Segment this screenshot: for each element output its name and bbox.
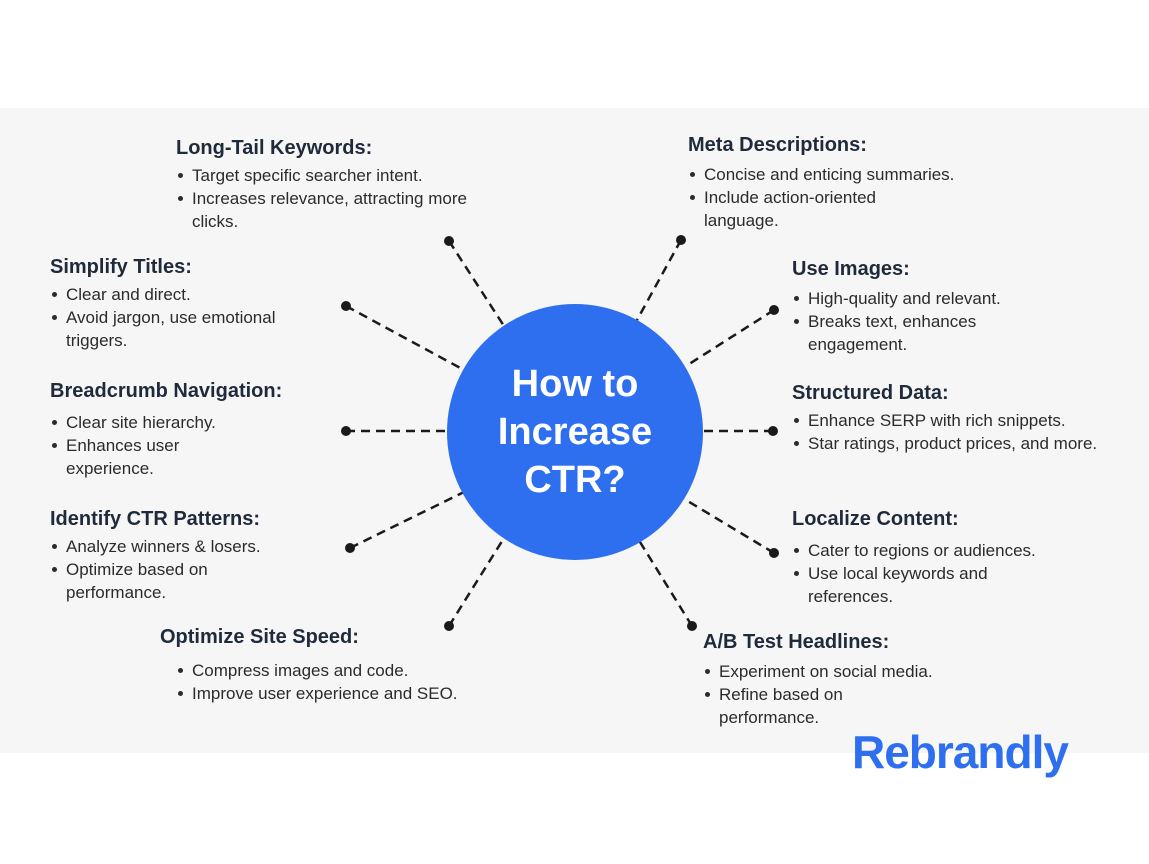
tip-bullet: Increases relevance, attracting more cli…: [176, 187, 496, 233]
tip-bullets: Clear and direct. Avoid jargon, use emot…: [50, 283, 340, 352]
tip-identify-ctr-patterns: Identify CTR Patterns: Analyze winners &…: [50, 508, 340, 604]
tip-bullets: Concise and enticing summaries. Include …: [688, 163, 1018, 232]
connector-dot: [444, 236, 454, 246]
tip-bullets: Enhance SERP with rich snippets. Star ra…: [792, 409, 1142, 455]
hub-title-line: How to: [511, 363, 639, 405]
tip-title: Use Images:: [792, 258, 910, 280]
tip-meta-descriptions: Meta Descriptions: Concise and enticing …: [688, 134, 1018, 232]
tip-bullet: Concise and enticing summaries.: [688, 163, 1018, 186]
tip-bullet: Refine based on performance.: [703, 683, 889, 729]
tip-bullet: Compress images and code.: [176, 659, 470, 682]
tip-bullets: Compress images and code. Improve user e…: [176, 659, 470, 705]
tip-breadcrumb-navigation: Breadcrumb Navigation: Clear site hierar…: [50, 380, 340, 480]
connector-dot: [768, 426, 778, 436]
connector-dot: [341, 426, 351, 436]
connector-ab-test-headlines: [638, 541, 694, 627]
central-hub-circle: How to Increase CTR?: [447, 304, 703, 560]
tip-bullets: Analyze winners & losers. Optimize based…: [50, 535, 340, 604]
tip-title: Identify CTR Patterns:: [50, 508, 261, 530]
tip-bullet: Avoid jargon, use emotional triggers.: [50, 306, 340, 352]
hub-title-line: Increase: [497, 411, 653, 453]
tip-title: Long-Tail Keywords:: [176, 137, 373, 159]
tip-title: Localize Content:: [792, 508, 959, 530]
rebrandly-logo: Rebrandly: [852, 726, 1069, 778]
tip-bullet: Optimize based on performance.: [50, 558, 266, 604]
tip-bullet: Clear site hierarchy.: [50, 411, 340, 434]
tip-bullet: Analyze winners & losers.: [50, 535, 340, 558]
tip-use-images: Use Images: High-quality and relevant. B…: [792, 258, 1122, 356]
connector-long-tail-keywords: [447, 240, 506, 327]
tip-bullet: Star ratings, product prices, and more.: [792, 432, 1118, 455]
tip-bullets: Clear site hierarchy. Enhances user expe…: [50, 411, 340, 480]
tip-title: Structured Data:: [792, 382, 949, 404]
tip-bullet: Improve user experience and SEO.: [176, 682, 470, 705]
tip-bullets: Target specific searcher intent. Increas…: [176, 164, 496, 233]
connector-meta-descriptions: [635, 239, 683, 321]
tip-bullets: Cater to regions or audiences. Use local…: [792, 539, 1122, 608]
tip-localize-content: Localize Content: Cater to regions or au…: [792, 508, 1122, 608]
tip-bullets: High-quality and relevant. Breaks text, …: [792, 287, 1122, 356]
tip-simplify-titles: Simplify Titles: Clear and direct. Avoid…: [50, 256, 340, 352]
tip-bullet: Breaks text, enhances engagement.: [792, 310, 1038, 356]
connector-use-images: [685, 308, 775, 368]
connector-dot: [341, 301, 351, 311]
connector-dot: [769, 548, 779, 558]
tip-bullet: Clear and direct.: [50, 283, 340, 306]
hub-title-line: CTR?: [524, 459, 626, 501]
hub-title: How to Increase CTR?: [498, 360, 652, 504]
tip-bullet: Include action-oriented language.: [688, 186, 934, 232]
connector-optimize-site-speed: [447, 537, 506, 627]
tip-bullets: Experiment on social media. Refine based…: [703, 660, 1033, 729]
connector-dot: [676, 235, 686, 245]
tip-ab-test-headlines: A/B Test Headlines: Experiment on social…: [703, 631, 1033, 729]
connector-identify-ctr-patterns: [349, 490, 465, 550]
tip-title: Optimize Site Speed:: [160, 626, 359, 648]
tip-structured-data: Structured Data: Enhance SERP with rich …: [792, 382, 1142, 455]
tip-bullet: Experiment on social media.: [703, 660, 1033, 683]
tip-bullet: High-quality and relevant.: [792, 287, 1122, 310]
connector-localize-content: [685, 498, 775, 555]
connector-dot: [769, 305, 779, 315]
connector-dot: [444, 621, 454, 631]
tip-bullet: Enhances user experience.: [50, 434, 226, 480]
connector-simplify-titles: [345, 304, 465, 372]
connector-dot: [345, 543, 355, 553]
tip-bullet: Cater to regions or audiences.: [792, 539, 1122, 562]
tip-bullet: Enhance SERP with rich snippets.: [792, 409, 1142, 432]
tip-title: Simplify Titles:: [50, 256, 192, 278]
tip-long-tail-keywords: Long-Tail Keywords: Target specific sear…: [176, 137, 496, 233]
connector-dot: [687, 621, 697, 631]
tip-bullet: Target specific searcher intent.: [176, 164, 496, 187]
tip-title: A/B Test Headlines:: [703, 631, 890, 653]
tip-title: Meta Descriptions:: [688, 134, 867, 156]
tip-optimize-site-speed: Optimize Site Speed: Compress images and…: [160, 626, 470, 705]
tip-title: Breadcrumb Navigation:: [50, 380, 283, 402]
tip-bullet: Use local keywords and references.: [792, 562, 1038, 608]
